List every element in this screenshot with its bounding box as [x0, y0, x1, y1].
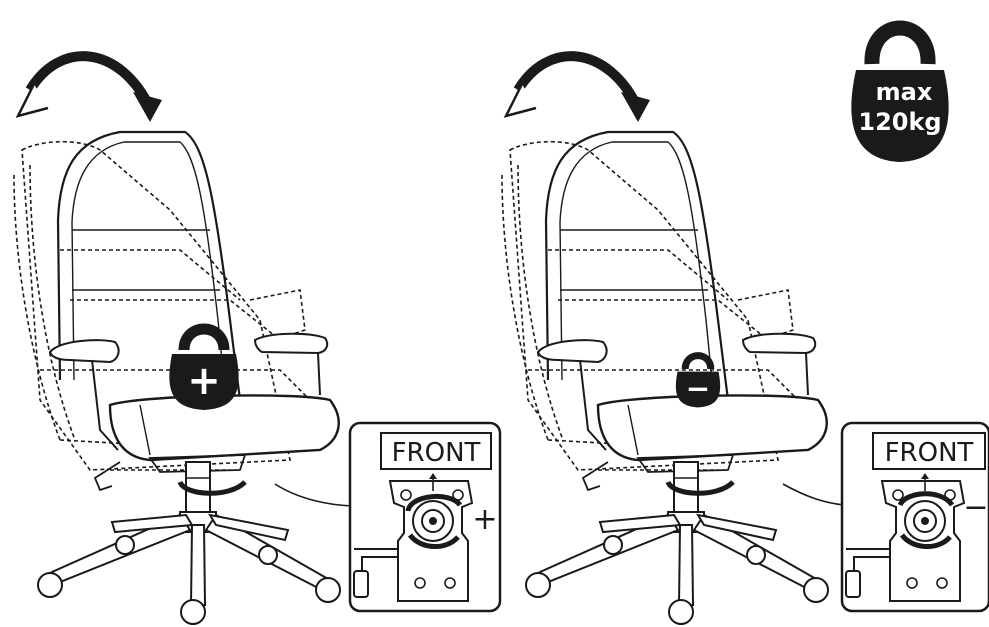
weight-minus-symbol: − [686, 371, 711, 405]
kettlebell-minus-icon: − [676, 356, 720, 408]
knob-detail-inset-right: FRONT − [842, 423, 989, 611]
chair-illustration-right [502, 56, 828, 624]
front-label: FRONT [885, 438, 974, 468]
kettlebell-plus-icon: + [169, 329, 238, 410]
max-weight-kettlebell-icon: max 120kg [851, 28, 948, 162]
front-label: FRONT [392, 438, 481, 468]
max-weight-value: 120kg [858, 108, 941, 136]
pointer-line-right [783, 484, 844, 505]
decrease-tension-symbol: − [963, 490, 988, 525]
pointer-line-left [275, 484, 352, 506]
weight-plus-symbol: + [187, 358, 221, 404]
max-weight-label: max [876, 78, 933, 106]
chair-illustration-left [14, 56, 340, 624]
increase-tension-symbol: + [472, 502, 497, 537]
knob-detail-inset-left: FRONT + [350, 423, 500, 611]
